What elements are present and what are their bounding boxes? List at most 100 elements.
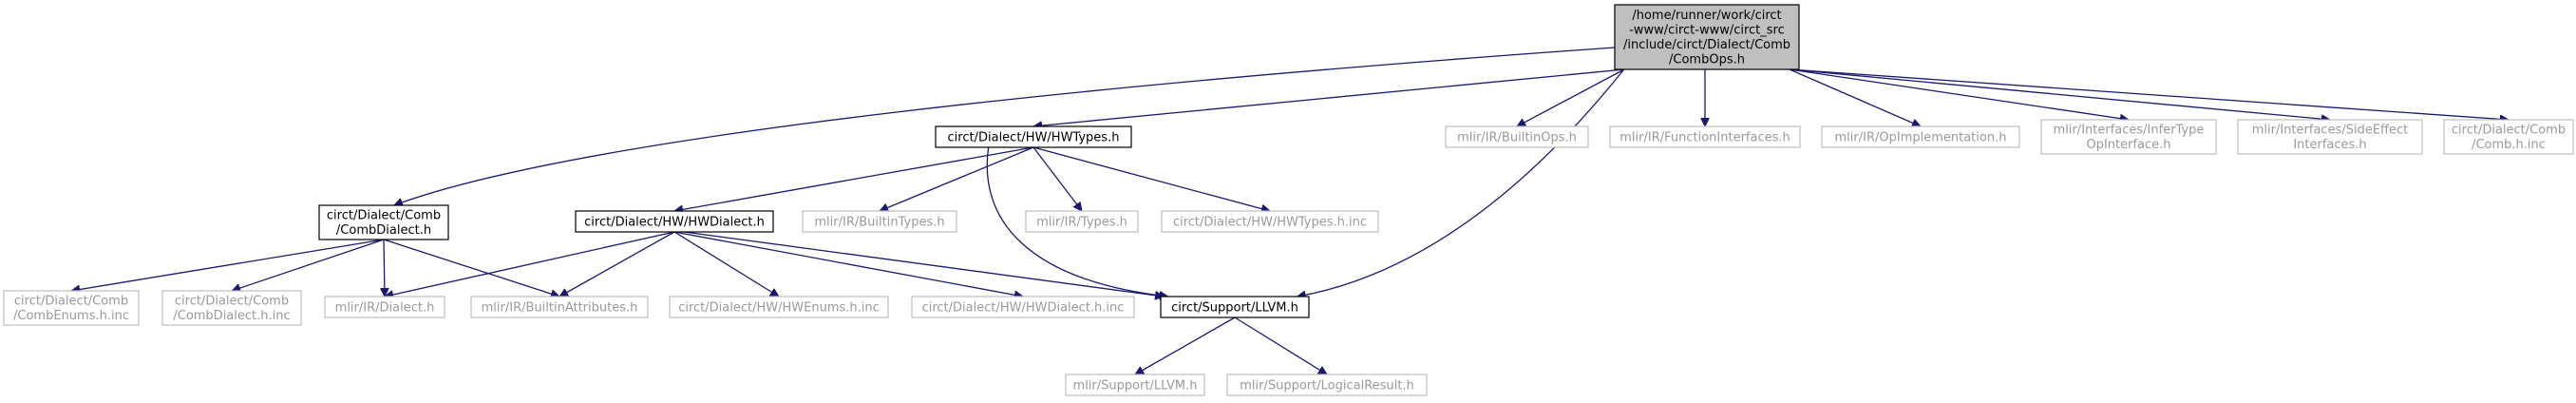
node-label: /CombDialect.h.inc [173,309,290,323]
node-box [3,290,140,326]
edge-root-to-infertype [1789,68,2129,120]
edge-combdialect-to-combdialectinc [232,239,385,291]
node-logicalresult: mlir/Support/LogicalResult.h [1226,374,1428,396]
edge-root-to-builtinops [1517,68,1625,127]
node-label: circt/Dialect/HW/HWDialect.h [584,215,765,229]
node-combenums: circt/Dialect/Comb/CombEnums.h.inc [3,290,140,326]
node-label: OpInterface.h [2086,138,2170,152]
node-hwenums: circt/Dialect/HW/HWEnums.h.inc [669,296,889,318]
node-label: /CombEnums.h.inc [13,309,129,323]
dependency-edges [71,47,2509,375]
edge-root-to-combdialect [394,47,1616,205]
edge-root-to-combinc [1789,68,2509,120]
node-box [669,296,889,318]
node-label: mlir/IR/Types.h [1036,215,1127,229]
node-hwdialect[interactable]: circt/Dialect/HW/HWDialect.h [575,210,774,233]
node-box [935,125,1132,148]
node-label: mlir/IR/BuiltinAttributes.h [482,300,638,315]
edge-hwdialect-to-irdialect [385,231,675,297]
node-box [1821,125,2020,148]
node-label: circt/Dialect/Comb [175,295,289,309]
node-box [318,204,449,240]
node-opimpl: mlir/IR/OpImplementation.h [1821,125,2020,148]
edge-root-to-opimpl [1789,68,1921,126]
node-combdialectinc: circt/Dialect/Comb/CombDialect.h.inc [161,290,302,326]
node-box [470,296,649,318]
node-builtinops: mlir/IR/BuiltinOps.h [1445,125,1589,148]
node-funcifaces: mlir/IR/FunctionInterfaces.h [1609,125,1801,148]
edge-hwdialect-to-supportllvm [684,231,1164,297]
node-label: /home/runner/work/circt [1632,9,1781,23]
node-supportllvm[interactable]: circt/Support/LLVM.h [1160,296,1310,318]
edge-root-to-sideeffect [1789,68,2330,120]
node-box [324,296,445,318]
node-label: mlir/Interfaces/InferType [2054,124,2205,138]
node-box [1161,210,1379,233]
node-label: mlir/IR/BuiltinOps.h [1457,130,1577,144]
node-box [911,296,1135,318]
edge-combdialect-to-combenums [71,239,385,291]
node-box [1609,125,1801,148]
edge-hwtypes-to-hwdialect [674,146,1034,211]
node-combdialect[interactable]: circt/Dialect/Comb/CombDialect.h [318,204,449,240]
node-box [1614,4,1800,70]
node-label: mlir/IR/BuiltinTypes.h [814,215,944,229]
node-box [2443,119,2574,155]
node-hwtypesinc: circt/Dialect/HW/HWTypes.h.inc [1161,210,1379,233]
node-label: /Comb.h.inc [2472,138,2546,152]
node-label: Interfaces.h [2293,138,2366,152]
node-mlirllvm: mlir/Support/LLVM.h [1065,374,1205,396]
node-root[interactable]: /home/runner/work/circt-www/circt-www/ci… [1614,4,1800,70]
edge-supportllvm-to-logicalresult [1234,317,1327,375]
edge-supportllvm-to-mlirllvm [1135,317,1236,375]
node-box [575,210,774,233]
edge-combdialect-to-builtinattrs [383,239,559,297]
node-box [1025,210,1139,233]
node-label: circt/Dialect/Comb [2452,124,2566,138]
node-label: mlir/Support/LogicalResult.h [1240,378,1413,393]
node-builtintypes: mlir/IR/BuiltinTypes.h [802,210,957,233]
edge-hwtypes-to-supportllvm [986,146,1168,297]
edge-root-to-supportllvm [1297,68,1625,297]
edge-hwtypes-to-irtypes [1032,146,1082,211]
edge-hwdialect-to-hwenums [673,231,779,297]
node-label: circt/Dialect/HW/HWTypes.h [948,130,1120,144]
node-label: circt/Dialect/HW/HWTypes.h.inc [1173,215,1367,229]
node-label: /CombOps.h [1669,53,1745,67]
node-label: circt/Dialect/HW/HWDialect.h.inc [922,300,1125,315]
node-hwdialectinc: circt/Dialect/HW/HWDialect.h.inc [911,296,1135,318]
node-label: circt/Dialect/Comb [14,295,128,309]
file-nodes: /home/runner/work/circt-www/circt-www/ci… [3,4,2574,396]
node-box [1445,125,1589,148]
node-irtypes: mlir/IR/Types.h [1025,210,1139,233]
node-box [2237,119,2423,155]
node-box [1065,374,1205,396]
node-label: -www/circt-www/circt_src [1629,24,1785,38]
node-builtinattrs: mlir/IR/BuiltinAttributes.h [470,296,649,318]
node-irdialect: mlir/IR/Dialect.h [324,296,445,318]
edge-hwtypes-to-hwtypesinc [1032,146,1270,211]
node-label: /include/circt/Dialect/Comb [1623,38,1790,52]
node-box [2040,119,2217,155]
node-label: circt/Dialect/HW/HWEnums.h.inc [678,300,880,315]
node-box [161,290,302,326]
node-label: mlir/Interfaces/SideEffect [2252,124,2409,138]
edge-hwdialect-to-builtinattrs [559,231,675,297]
node-label: mlir/IR/FunctionInterfaces.h [1619,130,1790,144]
node-combinc: circt/Dialect/Comb/Comb.h.inc [2443,119,2574,155]
edge-combdialect-to-irdialect [384,239,385,297]
node-hwtypes[interactable]: circt/Dialect/HW/HWTypes.h [935,125,1132,148]
node-label: /CombDialect.h [336,223,431,238]
edge-root-to-hwtypes [1033,68,1625,126]
node-box [1226,374,1428,396]
node-label: circt/Support/LLVM.h [1171,300,1298,315]
edge-hwdialect-to-hwdialectinc [673,231,1023,297]
node-label: circt/Dialect/Comb [327,209,441,223]
node-label: mlir/IR/OpImplementation.h [1835,130,2007,144]
node-label: mlir/Support/LLVM.h [1073,378,1198,393]
node-box [802,210,957,233]
node-box [1160,296,1310,318]
